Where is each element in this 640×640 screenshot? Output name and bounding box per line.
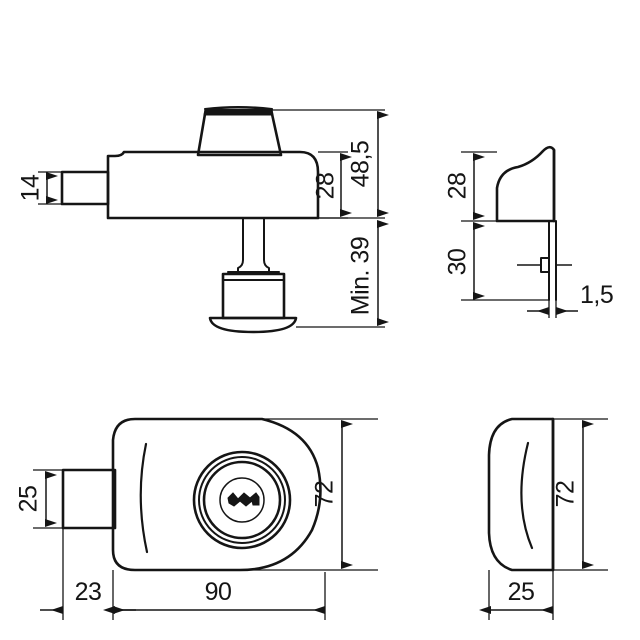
dimension-72-bottom-left: 72 <box>240 418 378 571</box>
dimension-label-72-bottom-right: 72 <box>552 481 580 508</box>
dimension-14: 14 <box>17 171 62 205</box>
view-bottom-left-front-elevation: 25 23 90 72 <box>15 417 378 620</box>
keep-body-profile <box>495 145 556 223</box>
dimension-label-72-bottom-left: 72 <box>311 481 339 508</box>
bolt-tail-front <box>61 468 117 530</box>
lock-side-profile <box>487 417 555 572</box>
dimension-label-30: 30 <box>444 249 472 276</box>
dimension-label-90: 90 <box>205 578 232 606</box>
dimension-label-23: 23 <box>75 578 102 606</box>
dimension-label-48-5: 48,5 <box>347 141 375 188</box>
dimension-72-bottom-right: 72 <box>552 418 608 571</box>
dimension-label-28-top-right: 28 <box>444 173 472 200</box>
dimension-label-min-39: Min. 39 <box>347 237 375 315</box>
dimension-23: 23 <box>40 528 136 620</box>
knob-profile <box>196 106 283 157</box>
dimension-90: 90 <box>103 572 326 620</box>
lock-body-profile <box>106 150 320 220</box>
dimension-label-14: 14 <box>17 174 45 201</box>
dimension-48-5: 48,5 <box>272 109 389 219</box>
dimension-min-39: Min. 39 <box>296 220 389 328</box>
dimension-25-bottom-left: 25 <box>15 469 63 529</box>
dimension-30: 30 <box>444 222 549 301</box>
keyhole-cylinder <box>192 450 292 550</box>
dimension-label-25-bottom-right: 25 <box>508 578 535 606</box>
key-slot-glyph <box>227 492 260 507</box>
view-bottom-right-side-profile: 25 72 <box>479 417 608 620</box>
dimension-label-28-top-left: 28 <box>312 173 340 200</box>
dimension-25-bottom-right: 25 <box>479 570 554 620</box>
keep-flange-plate <box>517 220 572 301</box>
dimension-label-1-5: 1,5 <box>580 281 613 309</box>
dimension-1-5: 1,5 <box>527 281 614 318</box>
bolt-tail-profile <box>60 170 110 206</box>
dimension-label-25-bottom-left: 25 <box>15 486 43 513</box>
view-top-right-keep-section: 28 30 1,5 <box>444 145 614 318</box>
view-top-left-side-elevation: 14 28 48,5 Min. 39 <box>17 106 389 334</box>
cylinder-profile <box>208 217 298 334</box>
lock-body-front <box>111 417 322 572</box>
dimension-28-top-right: 28 <box>444 151 497 222</box>
